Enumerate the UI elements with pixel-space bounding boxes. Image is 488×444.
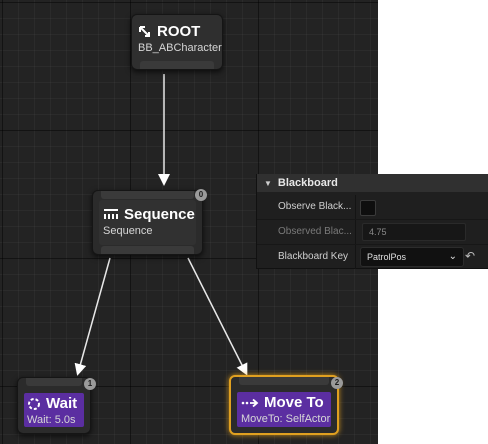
sequence-icon xyxy=(103,208,119,221)
sequence-node[interactable]: 0 Sequence Sequence xyxy=(92,189,207,255)
blackboard-section-header[interactable]: ▼ Blackboard xyxy=(257,174,488,192)
move-to-title: Move To xyxy=(264,394,324,411)
observed-blackboard-value-field[interactable]: 4.75 xyxy=(362,223,466,241)
move-arrow-icon xyxy=(241,398,259,408)
observe-blackboard-row: Observe Black... xyxy=(257,195,488,219)
wait-node[interactable]: 1 Wait Wait: 5.0s xyxy=(17,377,96,434)
observed-blackboard-label: Observed Blac... xyxy=(278,226,352,237)
move-to-order-badge: 2 xyxy=(331,377,343,389)
graph-links xyxy=(74,74,248,376)
observe-blackboard-checkbox[interactable] xyxy=(360,200,376,216)
blackboard-key-label: Blackboard Key xyxy=(278,251,349,262)
wait-title: Wait xyxy=(46,395,78,412)
blackboard-key-value: PatrolPos xyxy=(367,252,407,262)
root-subtitle: BB_ABCharacter xyxy=(138,42,222,54)
blackboard-section-title: Blackboard xyxy=(277,177,338,189)
move-to-input-pin[interactable] xyxy=(239,377,329,385)
root-arrow-icon xyxy=(138,25,152,39)
root-title: ROOT xyxy=(157,23,201,40)
sequence-order-badge: 0 xyxy=(195,189,207,201)
wait-spinner-icon xyxy=(27,397,41,411)
link-sequence-moveto xyxy=(187,257,248,376)
root-output-pin[interactable] xyxy=(140,61,214,69)
root-node[interactable]: ROOT BB_ABCharacter xyxy=(131,14,223,70)
sequence-input-pin[interactable] xyxy=(101,191,194,199)
wait-input-pin[interactable] xyxy=(26,378,82,386)
move-to-subtitle: MoveTo: SelfActor xyxy=(241,413,331,425)
reset-arrow-icon[interactable]: ↶ xyxy=(465,249,476,263)
wait-subtitle: Wait: 5.0s xyxy=(27,414,76,426)
move-to-node[interactable]: 2 Move To MoveTo: SelfActor xyxy=(229,375,343,435)
sequence-output-pin[interactable] xyxy=(101,246,194,254)
sequence-subtitle: Sequence xyxy=(103,225,153,237)
link-sequence-wait xyxy=(74,257,111,376)
chevron-down-icon: ⌄ xyxy=(448,251,457,262)
observed-blackboard-row: Observed Blac... 4.75 xyxy=(257,220,488,244)
observe-blackboard-label: Observe Black... xyxy=(278,201,352,212)
triangle-down-icon: ▼ xyxy=(264,178,272,188)
details-panel: ▼ Blackboard Observe Black... Observed B… xyxy=(256,174,488,269)
blackboard-key-dropdown[interactable]: PatrolPos ⌄ xyxy=(360,247,464,267)
sequence-title: Sequence xyxy=(124,206,195,223)
blackboard-key-row: Blackboard Key PatrolPos ⌄ ↶ xyxy=(257,245,488,269)
wait-order-badge: 1 xyxy=(84,378,96,390)
